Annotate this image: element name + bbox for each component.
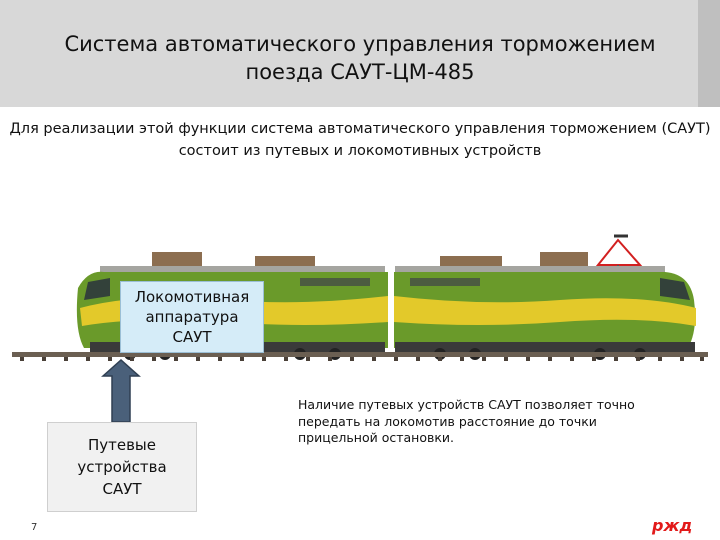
explanation-note: Наличие путевых устройств САУТ позволяет… — [298, 397, 635, 445]
track-devices-box: Путевые устройства САУТ — [47, 422, 197, 512]
header-side-bar — [698, 0, 720, 107]
locomotive-illustration — [12, 234, 708, 361]
track-box-line-3: САУТ — [102, 480, 142, 498]
track-box-line-1: Путевые — [87, 436, 157, 454]
locomotive-box-line-2: аппаратура — [145, 308, 239, 326]
locomotive-box-line-3: САУТ — [172, 328, 212, 346]
svg-text:ржд: ржд — [651, 516, 692, 535]
page-number: 7 — [31, 522, 38, 533]
intro-text: Для реализации этой функции система авто… — [9, 121, 711, 159]
title-banner: Система автоматического управления тормо… — [0, 0, 720, 107]
track-box-line-2: устройства — [77, 458, 167, 476]
locomotive-equipment-box: Локомотивная аппаратура САУТ — [120, 281, 264, 353]
rzd-logo: ржд — [651, 516, 692, 535]
slide-title: Система автоматического управления тормо… — [64, 32, 656, 84]
locomotive-box-line-1: Локомотивная — [134, 288, 250, 306]
